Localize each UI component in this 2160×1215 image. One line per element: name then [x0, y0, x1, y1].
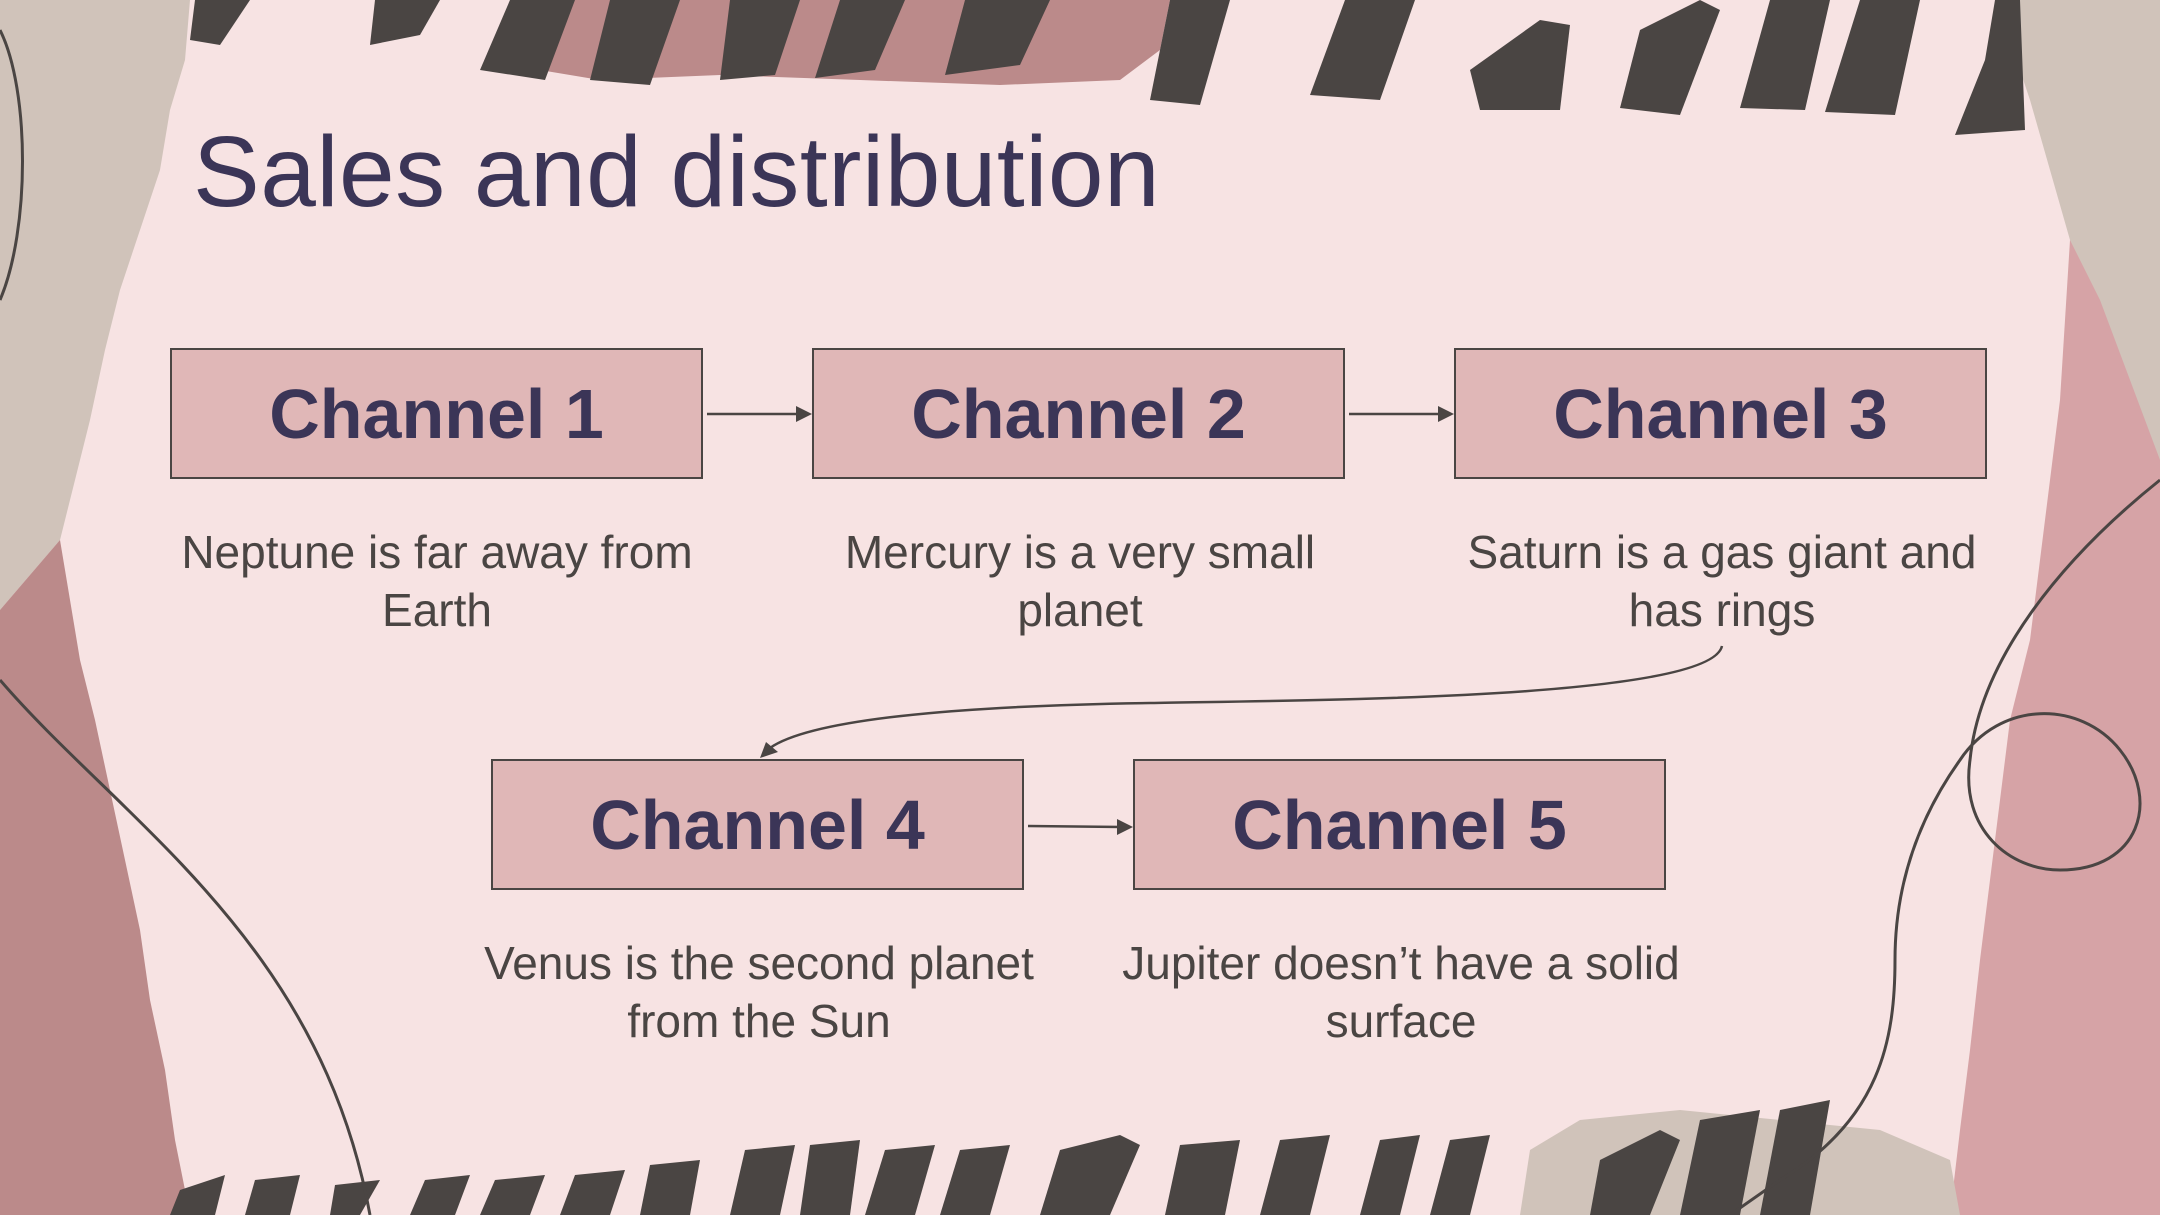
channel-1-description: Neptune is far away from Earth: [181, 526, 693, 636]
decorative-curves: [0, 29, 2160, 1215]
channel-4-box[interactable]: Channel 4: [491, 759, 1024, 890]
channel-5-box[interactable]: Channel 5: [1133, 759, 1666, 890]
right-rose-shape: [1950, 240, 2160, 1215]
slide-title: Sales and distribution: [193, 116, 1161, 228]
left-rose-shape: [0, 540, 190, 1215]
channel-4-description: Venus is the second planet from the Sun: [484, 937, 1034, 1047]
top-stripes: [190, 0, 2025, 135]
channel-5-description: Jupiter doesn’t have a solid surface: [1122, 937, 1680, 1047]
bottom-stripes: [170, 1100, 1830, 1215]
connectors: [707, 412, 1724, 829]
channel-2-description: Mercury is a very small planet: [844, 526, 1316, 636]
channel-3-box[interactable]: Channel 3: [1454, 348, 1987, 479]
channel-2-box[interactable]: Channel 2: [812, 348, 1345, 479]
channel-1-box[interactable]: Channel 1: [170, 348, 703, 479]
channel-3-description: Saturn is a gas giant and has rings: [1467, 526, 1977, 636]
left-taupe-shape: [0, 0, 190, 610]
arrowheads: [760, 406, 1454, 835]
